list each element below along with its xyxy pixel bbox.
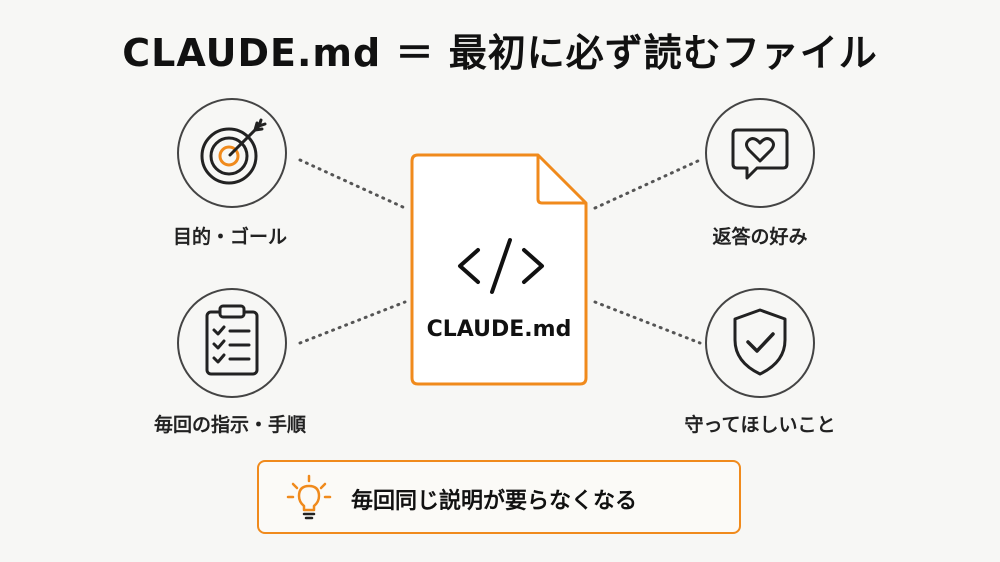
instructions-circle: [177, 288, 287, 398]
shield-check-icon: [733, 308, 787, 376]
preference-label: 返答の好み: [712, 226, 808, 248]
lightbulb-icon: [286, 474, 332, 520]
file-name: CLAUDE.md: [426, 317, 572, 342]
connector-line-bottom-left: [298, 300, 407, 345]
rules-circle: [705, 288, 815, 398]
instructions-label: 毎回の指示・手順: [153, 414, 306, 436]
preference-circle: [705, 98, 815, 208]
connector-line-top-right: [593, 158, 702, 210]
code-brackets-icon: [458, 238, 544, 294]
target-icon: [200, 118, 267, 185]
tip-text: 毎回同じ説明が要らなくなる: [351, 489, 638, 514]
rules-label: 守ってほしいこと: [684, 414, 836, 436]
goal-circle: [177, 98, 287, 208]
goal-label: 目的・ゴール: [172, 226, 287, 248]
claude-md-file: [410, 153, 588, 386]
page-title: CLAUDE.md ＝ 最初に必ず読むファイル: [122, 31, 878, 75]
connector-line-bottom-right: [593, 300, 702, 345]
connector-line-top-left: [298, 158, 407, 210]
heart-speech-bubble-icon: [731, 128, 789, 180]
tip-box: 毎回同じ説明が要らなくなる: [257, 460, 741, 534]
clipboard-checklist-icon: [205, 304, 259, 376]
